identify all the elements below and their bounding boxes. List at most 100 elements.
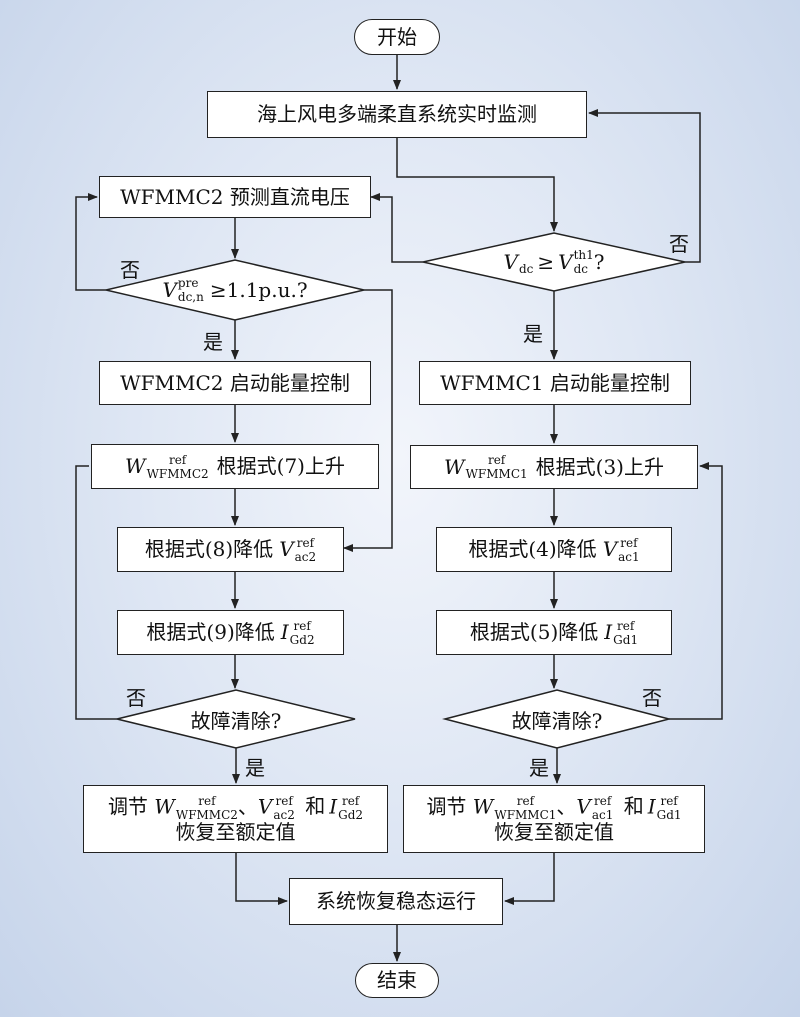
- cond-vdc-pre-rest: ≥1.1p.u.?: [209, 278, 308, 302]
- sup-ref: ref: [296, 535, 315, 550]
- sup-ref: ref: [275, 793, 293, 808]
- sub-ac1: ac1: [618, 549, 640, 564]
- start-node: 开始: [354, 19, 440, 55]
- wf1-restore-line2: 恢复至额定值: [494, 819, 614, 844]
- sup-ref: ref: [487, 453, 506, 467]
- sub-wfmmc1: WFMMC1: [465, 467, 528, 481]
- fault-left-label: 故障清除?: [150, 699, 322, 739]
- fault-right-label: 故障清除?: [475, 699, 639, 739]
- wf2-start-label: WFMMC2 启动能量控制: [120, 370, 350, 395]
- sub-dcn: dc,n: [177, 290, 204, 304]
- sup-ref: ref: [593, 793, 612, 808]
- sub-dc1: dc: [518, 262, 534, 276]
- wf1-w-rise-text: 根据式(3)上升: [535, 454, 664, 479]
- arrow-monitor-vdc-th: [396, 138, 558, 232]
- op-geq: ≥: [537, 250, 555, 274]
- var-i: I: [604, 620, 613, 644]
- var-w: W: [154, 794, 175, 818]
- sub-wfmmc2: WFMMC2: [146, 466, 209, 481]
- arrow-cond-yes-side: [343, 289, 393, 552]
- sup-th1: th1: [573, 248, 594, 262]
- monitor-label: 海上风电多端柔直系统实时监测: [257, 102, 537, 126]
- wf2-predict-text: 预测直流电压: [229, 184, 350, 209]
- restore-pre: 调节: [426, 794, 467, 818]
- sub-dc2: dc: [573, 262, 588, 276]
- edge-label-yes-left-1: 是: [203, 330, 223, 354]
- wf2-predict-name: WFMMC2: [120, 184, 224, 209]
- fault-left-text: 故障清除?: [190, 708, 282, 733]
- system-restore-label: 系统恢复稳态运行: [316, 889, 476, 913]
- sep: 、: [237, 794, 258, 818]
- wf2-start-box: WFMMC2 启动能量控制: [99, 361, 371, 405]
- sub-wfmmc1: WFMMC1: [494, 807, 557, 822]
- var-v: V: [162, 278, 177, 302]
- sub-gd2: Gd2: [289, 632, 315, 647]
- q-mark: ?: [593, 250, 605, 274]
- start-label: 开始: [377, 24, 417, 49]
- sep: 、: [556, 794, 577, 818]
- wf1-start-label: WFMMC1 启动能量控制: [440, 370, 670, 395]
- var-v1: V: [503, 250, 518, 274]
- edge-label-no-right: 否: [669, 232, 689, 256]
- fault-right-text: 故障清除?: [511, 708, 603, 733]
- sub-wfmmc2: WFMMC2: [175, 807, 238, 822]
- var-w: W: [472, 794, 494, 818]
- arrow-fault-no-left: [75, 465, 117, 720]
- sub-ac1: ac1: [591, 807, 614, 822]
- sub-gd2: Gd2: [338, 807, 364, 822]
- wf2-restore-line2: 恢复至额定值: [175, 819, 296, 844]
- edge-label-no-left-fault: 否: [126, 686, 146, 710]
- sup-ref: ref: [293, 618, 311, 633]
- edge-label-yes-left-fault: 是: [245, 756, 265, 780]
- edge-label-yes-right-fault: 是: [529, 756, 549, 780]
- sub-ac2: ac2: [294, 549, 317, 564]
- var-v: V: [576, 794, 591, 818]
- arrow-restore-left-to-system: [235, 853, 288, 905]
- var-w: W: [444, 454, 465, 479]
- sub-gd1: Gd1: [613, 632, 639, 647]
- sub-ac2: ac2: [273, 807, 295, 822]
- monitor-box: 海上风电多端柔直系统实时监测: [207, 91, 587, 138]
- arrow-vdc-th-no: [588, 109, 701, 263]
- wf1-start-box: WFMMC1 启动能量控制: [419, 361, 691, 405]
- arrow-vdc-th-to-wf2: [370, 193, 423, 263]
- and-word: 和: [305, 794, 326, 818]
- system-restore-box: 系统恢复稳态运行: [289, 878, 503, 925]
- edge-label-no-right-fault: 否: [642, 686, 662, 710]
- wf2-predict-box: WFMMC2 预测直流电压: [99, 176, 371, 218]
- sup-ref: ref: [198, 793, 216, 808]
- var-i: I: [329, 794, 338, 818]
- edge-label-no-left-top: 否: [120, 258, 140, 282]
- decision-diamond-fault-left: [116, 689, 356, 749]
- end-label: 结束: [377, 968, 417, 992]
- wf1-v-lower-text: 根据式(4)降低: [468, 537, 597, 561]
- sup-pre: pre: [177, 276, 199, 290]
- wf2-v-lower-text: 根据式(8)降低: [144, 537, 274, 561]
- restore-pre: 调节: [107, 794, 148, 818]
- var-i: I: [647, 794, 656, 818]
- var-i: I: [280, 620, 289, 644]
- sup-ref: ref: [516, 793, 535, 808]
- var-v: V: [279, 537, 294, 561]
- wf2-w-rise-text: 根据式(7)上升: [216, 454, 345, 478]
- end-node: 结束: [355, 963, 439, 998]
- and-word: 和: [623, 794, 644, 818]
- arrow-fault-no-right: [669, 462, 723, 720]
- sup-ref: ref: [620, 535, 638, 550]
- arrow-restore-right-to-system: [504, 853, 555, 905]
- sup-ref: ref: [341, 793, 360, 808]
- wf2-i-lower-text: 根据式(9)降低: [146, 620, 275, 644]
- sup-ref: ref: [168, 452, 187, 467]
